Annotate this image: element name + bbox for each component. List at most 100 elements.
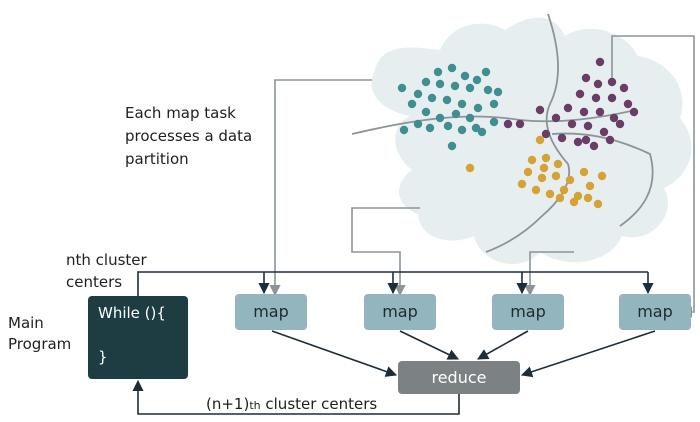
purple-data-point	[575, 89, 585, 99]
gold-data-point	[465, 163, 475, 173]
feedback-arrow	[132, 379, 460, 415]
partition-line-right	[551, 132, 654, 227]
main-program-line1: While (){	[98, 304, 166, 322]
gold-data-point	[565, 175, 575, 185]
gold-data-point	[539, 163, 549, 173]
teal-data-point	[477, 127, 487, 137]
teal-data-point	[489, 117, 499, 127]
nth-centers-label-line2: centers	[66, 273, 123, 291]
teal-data-point	[450, 81, 460, 91]
gold-data-point	[523, 167, 533, 177]
feedback-prefix: (n+1)	[206, 395, 250, 413]
teal-data-point	[483, 85, 493, 95]
main-program-label-line1: Main	[8, 314, 44, 332]
purple-data-point	[581, 73, 591, 83]
purple-data-point	[535, 105, 545, 115]
teal-data-point	[407, 99, 417, 109]
gold-data-point	[585, 181, 595, 191]
teal-data-point	[457, 125, 467, 135]
teal-data-point	[457, 99, 467, 109]
purple-data-point	[551, 113, 561, 123]
partition-feed-1	[269, 79, 372, 297]
map1-to-reduce	[271, 330, 398, 377]
map-task-label-line3: partition	[125, 150, 189, 168]
purple-data-point	[595, 57, 605, 67]
gold-data-point	[555, 193, 565, 203]
gold-data-point	[541, 153, 551, 163]
purple-data-point	[619, 83, 629, 93]
teal-data-point	[442, 95, 452, 105]
map3-to-reduce	[477, 330, 529, 360]
purple-data-point	[567, 119, 577, 129]
teal-data-point	[427, 93, 437, 103]
gold-data-point	[579, 167, 589, 177]
teal-data-point	[481, 67, 491, 77]
purple-data-point	[515, 119, 525, 129]
gold-data-point	[545, 189, 555, 199]
teal-data-point	[433, 67, 443, 77]
teal-data-point	[435, 79, 445, 89]
teal-data-point	[413, 89, 423, 99]
partition-feed-2	[351, 207, 420, 297]
purple-data-point	[541, 129, 551, 139]
partition-line-left	[485, 13, 571, 253]
teal-data-point	[421, 107, 431, 117]
map4-to-reduce	[520, 330, 656, 378]
feedback-subscript: th	[249, 399, 261, 412]
purple-data-point	[607, 77, 617, 87]
data-cloud	[371, 17, 692, 264]
feedback-label: (n+1)th cluster centers	[206, 394, 377, 416]
reduce-box: reduce	[398, 361, 520, 394]
partition-feed-3	[524, 251, 574, 297]
teal-data-point	[447, 141, 457, 151]
purple-data-point	[615, 119, 625, 129]
gold-data-point	[593, 199, 603, 209]
purple-data-point	[581, 135, 591, 145]
teal-data-point	[413, 119, 423, 129]
gold-data-point	[537, 173, 547, 183]
gold-data-point	[553, 159, 563, 169]
map-task-label-line1: Each map task	[125, 104, 236, 122]
partition-line-upper	[351, 109, 637, 135]
purple-data-point	[503, 119, 513, 129]
map-task-label-line2: processes a data	[125, 127, 253, 145]
gold-data-point	[527, 155, 537, 165]
teal-data-point	[425, 123, 435, 133]
teal-data-point	[489, 99, 499, 109]
teal-data-point	[421, 77, 431, 87]
teal-data-point	[473, 103, 483, 113]
purple-data-point	[573, 137, 583, 147]
teal-data-point	[397, 83, 407, 93]
teal-data-point	[399, 125, 409, 135]
teal-data-point	[493, 87, 503, 97]
teal-data-point	[451, 109, 461, 119]
main-program-line2: }	[98, 348, 108, 366]
map-box-1: map	[235, 294, 307, 330]
gold-data-point	[559, 185, 569, 195]
gold-data-point	[531, 185, 541, 195]
teal-data-point	[460, 71, 470, 81]
data-points	[397, 57, 639, 209]
main-program-box: While (){ }	[88, 296, 188, 379]
purple-data-point	[563, 103, 573, 113]
map-box-4: map	[619, 294, 691, 330]
teal-data-point	[471, 123, 481, 133]
purple-data-point	[593, 79, 603, 89]
gold-data-point	[569, 197, 579, 207]
partition-lines	[351, 13, 654, 253]
teal-data-point	[472, 75, 482, 85]
purple-data-point	[579, 107, 589, 117]
main-program-label-line2: Program	[8, 335, 72, 353]
nth-centers-label-line1: nth cluster	[66, 251, 147, 269]
purple-data-point	[623, 99, 633, 109]
purple-data-point	[589, 141, 599, 151]
purple-data-point	[607, 93, 617, 103]
feedback-suffix: cluster centers	[260, 395, 378, 413]
nth-centers-line	[137, 271, 648, 296]
purple-data-point	[583, 121, 593, 131]
teal-data-point	[447, 63, 457, 73]
teal-data-point	[443, 121, 453, 131]
map-box-2: map	[364, 294, 436, 330]
purple-data-point	[595, 107, 605, 117]
